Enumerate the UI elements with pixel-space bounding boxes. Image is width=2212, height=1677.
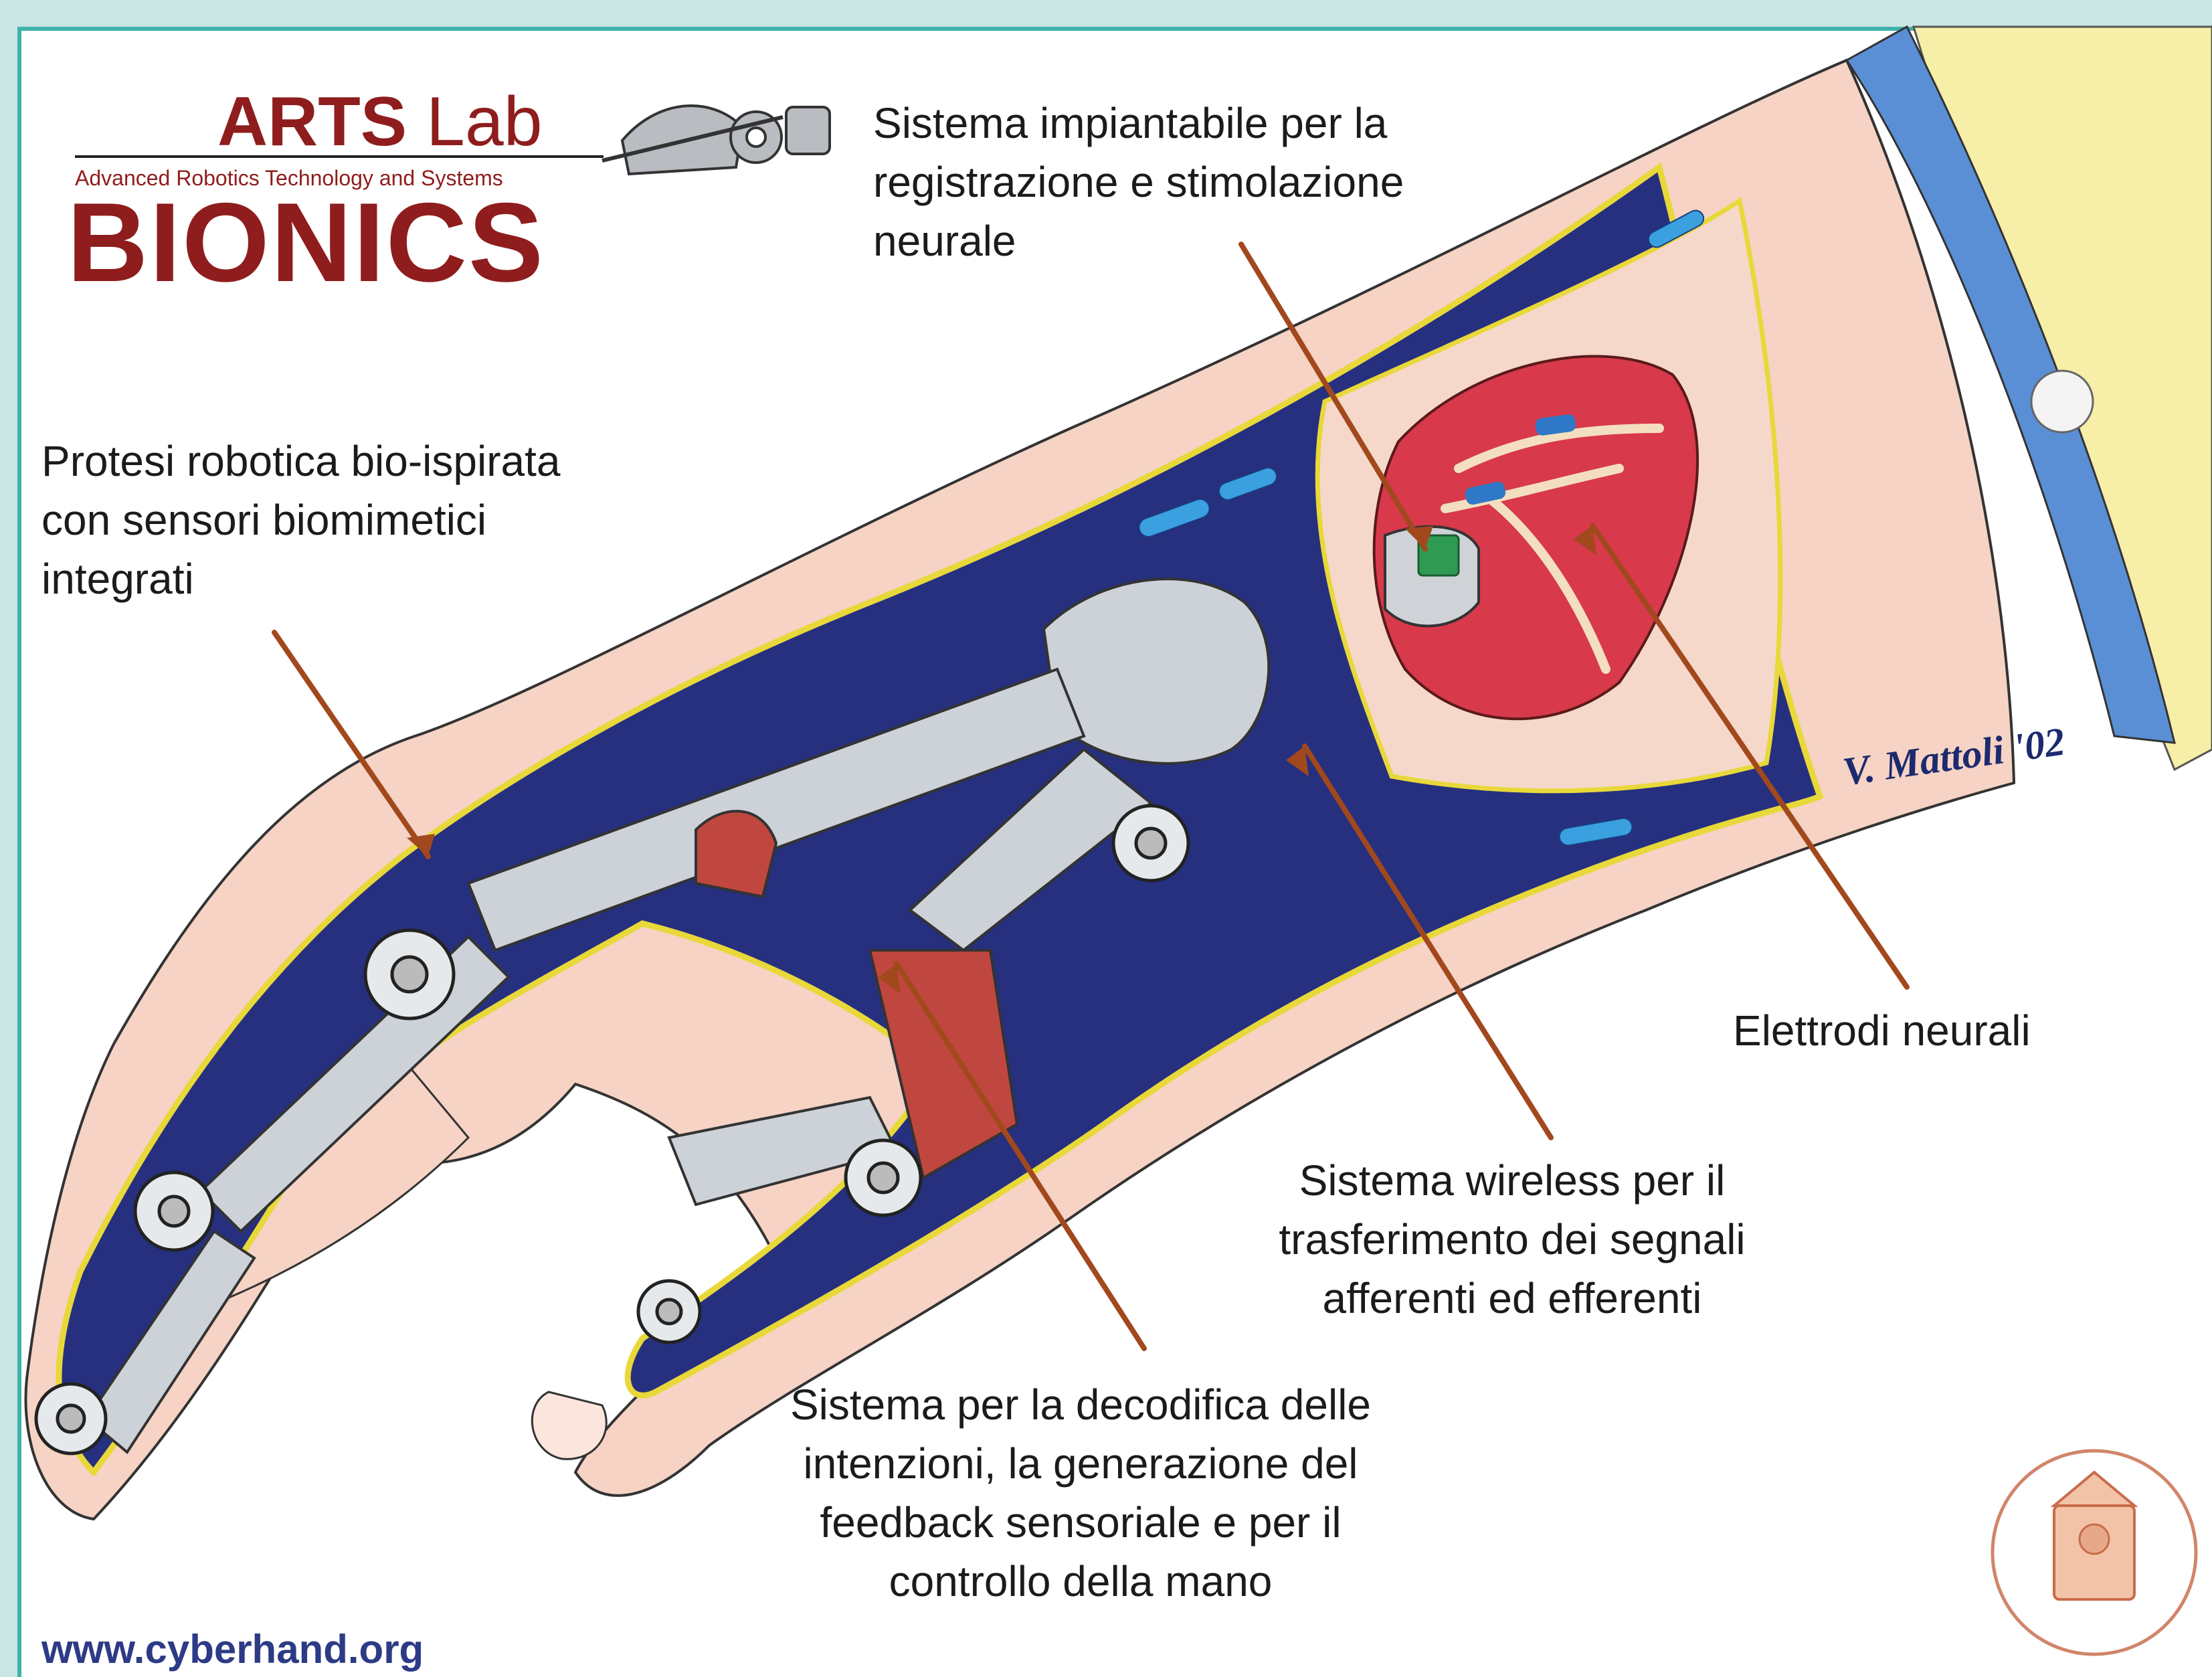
label-line: Sistema wireless per il [1245, 1151, 1780, 1210]
label-line: afferenti ed efferenti [1245, 1269, 1780, 1328]
logo-arts-bold: ARTS [217, 83, 407, 161]
label-line: Sistema per la decodifica delle [743, 1375, 1418, 1434]
label-line: feedback sensoriale e per il [743, 1493, 1418, 1552]
label-line: con sensori biomimetici [41, 491, 560, 549]
label-line: controllo della mano [743, 1552, 1418, 1611]
label-decoding-system: Sistema per la decodifica delle intenzio… [743, 1375, 1418, 1611]
label-line: Elettrodi neurali [1733, 1001, 2031, 1060]
label-line: integrati [41, 549, 560, 608]
label-neural-electrodes: Elettrodi neurali [1733, 1001, 2031, 1060]
label-prosthesis: Protesi robotica bio-ispirata con sensor… [41, 432, 560, 608]
footer-url[interactable]: www.cyberhand.org [41, 1626, 424, 1673]
label-line: registrazione e stimolazione [873, 153, 1404, 211]
logo-lab-text: Lab [426, 83, 543, 161]
thumb-nail [532, 1392, 606, 1459]
logo-arts-lab: ARTS Lab [217, 87, 543, 157]
label-line: intenzioni, la generazione del [743, 1434, 1418, 1493]
santanna-seal [1993, 1451, 2196, 1654]
label-line: neurale [873, 211, 1404, 270]
label-implant-system: Sistema impiantabile per la registrazion… [873, 94, 1404, 270]
label-line: Protesi robotica bio-ispirata [41, 432, 560, 491]
label-line: trasferimento dei segnali [1245, 1210, 1780, 1269]
label-line: Sistema impiantabile per la [873, 94, 1404, 153]
logo-rule [75, 155, 604, 158]
shirt-button [2031, 371, 2093, 432]
gears-icon [602, 106, 830, 174]
label-wireless-system: Sistema wireless per il trasferimento de… [1245, 1151, 1780, 1328]
logo-bionics: BIONICS [67, 186, 545, 298]
